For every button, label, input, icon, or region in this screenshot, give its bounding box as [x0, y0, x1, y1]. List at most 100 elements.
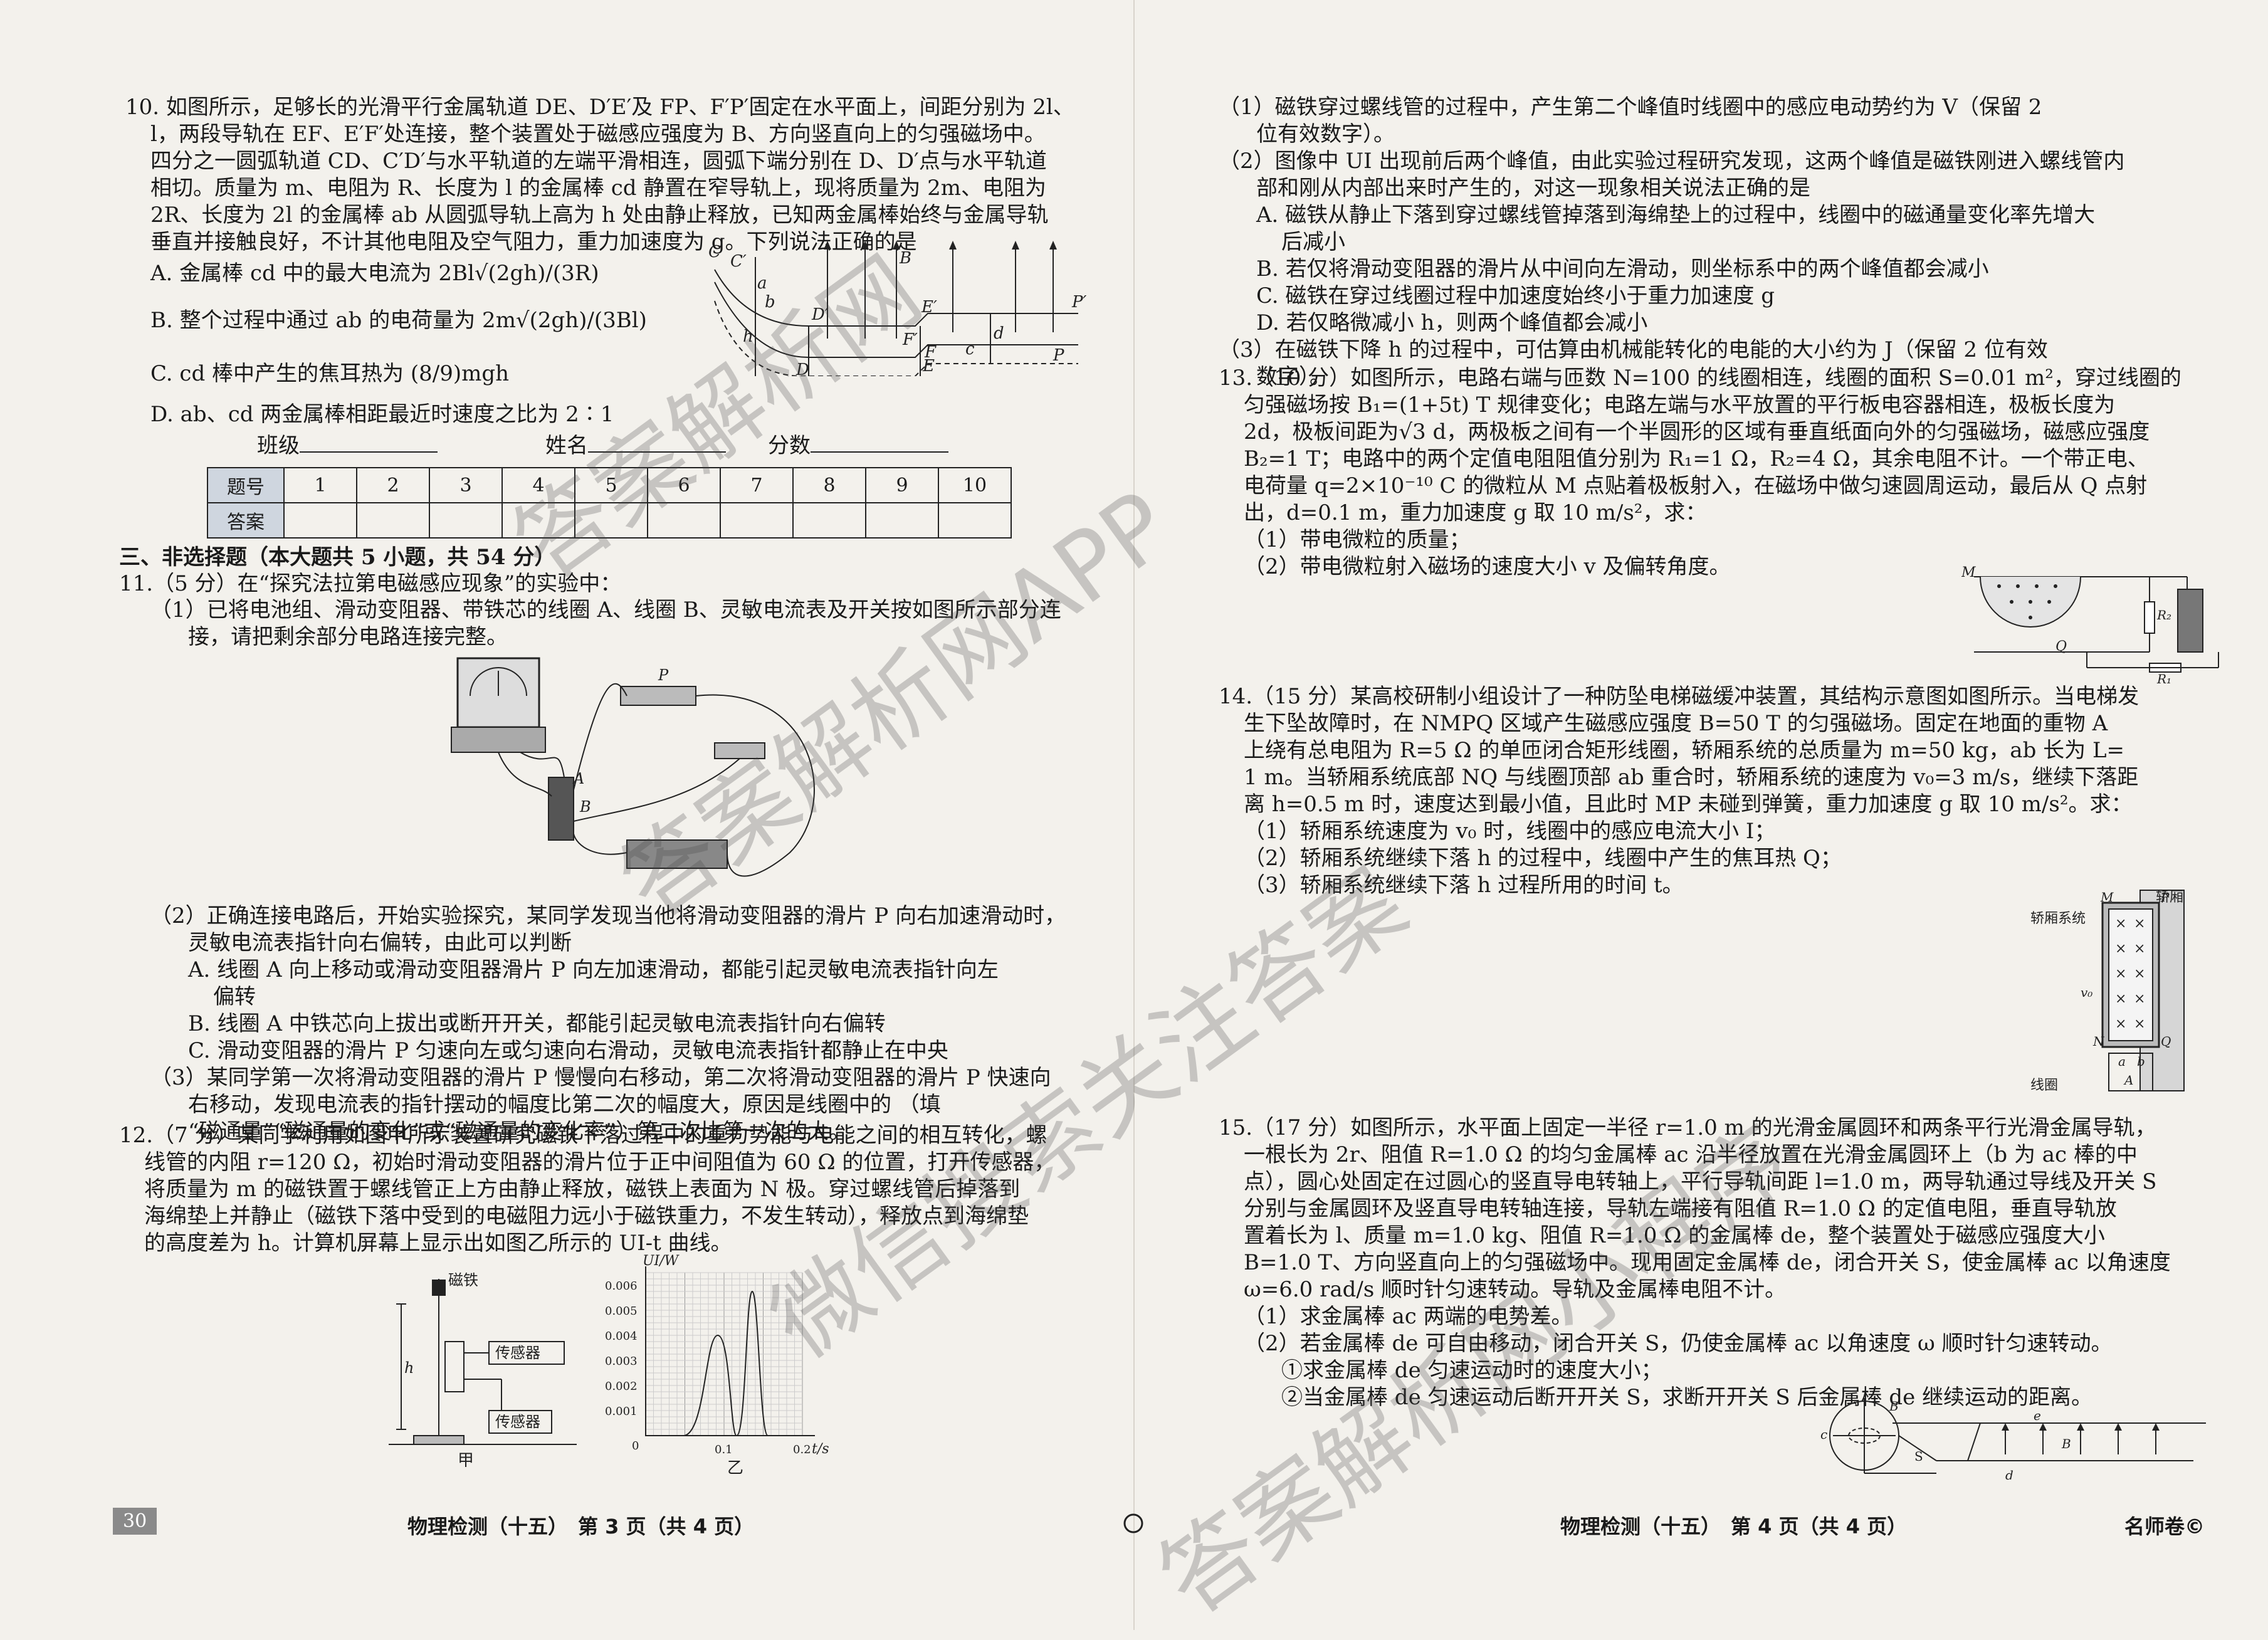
label-e: E [922, 357, 935, 376]
table-cell: 8 [792, 467, 866, 503]
stem-line: 分别与金属圆环及竖直导电转轴连接，导轨左端接有阻值 R=1.0 Ω 的定值电阻，… [1244, 1196, 2117, 1221]
option-c: C. 滑动变阻器的滑片 P 匀速向左或匀速向右滑动，灵敏电流表指针都静止在中央 [188, 1038, 948, 1063]
part-line: （2）带电微粒射入磁场的速度大小 v 及偏转角度。 [1244, 554, 1731, 579]
stem-line: ω=6.0 rad/s 顺时针匀速转动。导轨及金属棒电阻不计。 [1244, 1277, 1787, 1302]
stem-line: B₂=1 T；电路中的两个定值电阻阻值分别为 R₁=1 Ω，R₂=4 Ω，其余电… [1244, 446, 2149, 471]
part-line: （1）磁铁穿过螺线管的过程中，产生第二个峰值时线圈中的感应电动势约为 V（保留 … [1219, 95, 2042, 120]
stem-line: 线管的内阻 r=120 Ω，初始时滑动变阻器的滑片位于正中间阻值为 60 Ω 的… [144, 1150, 1056, 1175]
answer-cell[interactable] [574, 502, 648, 539]
part-line: ②当金属棒 de 匀速运动后断开开关 S，求断开开关 S 后金属棒 de 继续运… [1281, 1385, 2093, 1410]
stem-line: 相切。质量为 m、电阻为 R、长度为 l 的金属棒 cd 静置在窄导轨上，现将质… [150, 176, 1047, 201]
label-c-prime: C′ [730, 252, 747, 271]
label-b-field: B [899, 249, 911, 268]
part-line: （3）轿厢系统继续下落 h 过程所用的时间 t。 [1244, 873, 1684, 898]
table-cell: 5 [574, 467, 648, 503]
part-line: 灵敏电流表指针向右偏转，由此可以判断 [188, 930, 572, 955]
question-15-figure: c B S B d e [1820, 1398, 2206, 1483]
label-d-prime: D′ [811, 305, 829, 324]
question-13-stem: 13.（10 分）如图所示，电路右端与匝数 N=100 的线圈相连，线圈的面积 … [1219, 365, 2197, 581]
answer-cell[interactable] [501, 502, 575, 539]
svg-text:d: d [2005, 1468, 2013, 1483]
stem-line: 置着长为 l、质量 m=1.0 kg、阻值 R=1.0 Ω 的金属棒 de，整个… [1244, 1223, 2105, 1248]
answer-cell[interactable] [865, 502, 939, 539]
class-text: 班级 [257, 433, 300, 458]
answer-cell[interactable] [938, 502, 1012, 539]
part-line: （3）在磁铁下降 h 的过程中，可估算由机械能转化的电能的大小约为 J（保留 2… [1219, 337, 2048, 362]
class-blank[interactable] [300, 451, 438, 453]
part-line: “磁通量”“磁通量的变化”或“磁通量的变化率”）第二次比第一次的大。 [188, 1119, 851, 1144]
stem-line: 海绵垫上并静止（磁铁下落中受到的电磁阻力远小于磁铁重力，不发生转动），释放点到海… [144, 1204, 1029, 1229]
option-b: B. 若仅将滑动变阻器的滑片从中间向左滑动，则坐标系中的两个峰值都会减小 [1256, 256, 1989, 281]
svg-text:e: e [2034, 1408, 2041, 1423]
question-12-stem: 12.（7 分）某同学利用如图甲所示装置研究磁铁下落过程中的重力势能与电能之间的… [119, 1122, 1097, 1257]
score-blank[interactable] [811, 451, 948, 453]
y-tick-label: 0.004 [605, 1330, 638, 1343]
ui-curve [683, 1290, 769, 1437]
system-label: 轿厢系统 [2030, 911, 2086, 927]
figure-jia: h 磁铁 传感器 传感器 甲 [389, 1271, 577, 1467]
label-h: h [743, 327, 753, 346]
part-line: （1）轿厢系统速度为 v₀ 时，线圈中的感应电流大小 I； [1244, 819, 1776, 844]
svg-text:×: × [2134, 966, 2145, 982]
svg-text:h: h [404, 1359, 414, 1377]
answer-table: 题号 1 2 3 4 5 6 7 8 9 10 答案 [207, 467, 1012, 539]
option-a-cont: 后减小 [1281, 229, 1345, 255]
field-crosses: ×× ×× ×× ×× ×× [2115, 916, 2145, 1032]
svg-text:×: × [2115, 941, 2126, 957]
name-label: 姓名 [545, 433, 726, 459]
stem-line: 2R、长度为 2l 的金属棒 ab 从圆弧导轨上高为 h 处由静止释放，已知两金… [150, 202, 1049, 228]
part-line: 右移动，发现电流表的指针摆动的幅度比第二次的幅度大，原因是线圈中的 （填 [188, 1092, 941, 1117]
table-header-label: 题号 [207, 467, 285, 503]
part-line: （1）已将电池组、滑动变阻器、带铁芯的线圈 A、线圈 B、灵敏电流表及开关按如图… [150, 597, 1061, 623]
svg-text:v₀: v₀ [2081, 985, 2092, 1000]
magnet-label: 磁铁 [448, 1271, 478, 1289]
answer-cell[interactable] [792, 502, 866, 539]
y-axis-label: UI/W [643, 1254, 680, 1269]
question-13-figure: M Q R₂ R₁ [1961, 565, 2219, 683]
stem-line: B=1.0 T、方向竖直向上的匀强磁场中。现用固定金属棒 de，闭合开关 S，使… [1244, 1250, 2171, 1275]
answer-cell[interactable] [356, 502, 430, 539]
part-line: （3）某同学第一次将滑动变阻器的滑片 P 慢慢向右移动，第二次将滑动变阻器的滑片… [150, 1065, 1051, 1090]
option-d: D. 若仅略微减小 h，则两个峰值都会减小 [1256, 310, 1648, 335]
stem-line: 上绕有总电阻为 R=5 Ω 的单匝闭合矩形线圈，轿厢系统的总质量为 m=50 k… [1244, 738, 2125, 763]
option-b: B. 整个过程中通过 ab 的电荷量为 2m√(2gh)/(3Bl) [150, 308, 647, 333]
part-line: （1）求金属棒 ac 两端的电势差。 [1244, 1304, 1573, 1329]
svg-text:M: M [1961, 565, 1976, 581]
answer-cell[interactable] [429, 502, 503, 539]
question-10-stem: 10. 如图所示，足够长的光滑平行金属轨道 DE、D′E′及 FP、F′P′固定… [125, 94, 1103, 256]
stem-line: 离 h=0.5 m 时，速度达到最小值，且此时 MP 未碰到弹簧，重力加速度 g… [1244, 792, 2133, 817]
option-d: D. ab、cd 两金属棒相距最近时速度之比为 2∶1 [150, 402, 614, 427]
stem-line: 2d，极板间距为√3 d，两极板之间有一个半圆形的区域有垂直纸面向外的匀强磁场，… [1244, 419, 2150, 444]
table-cell: 4 [501, 467, 575, 503]
stem-line: 电荷量 q=2×10⁻¹⁰ C 的微粒从 M 点贴着极板射入，在磁场中做匀速圆周… [1244, 473, 2148, 498]
part-line: （2）若金属棒 de 可自由移动，闭合开关 S，仍使金属棒 ac 以角速度 ω … [1244, 1331, 2113, 1356]
answer-cell[interactable] [720, 502, 794, 539]
stem-line: 1 m。当轿厢系统底部 NQ 与线圈顶部 ab 重合时，轿厢系统的速度为 v₀=… [1244, 765, 2139, 790]
label-d: D [795, 360, 809, 376]
option-a: A. 磁铁从静止下落到穿过螺线管掉落到海绵垫上的过程中，线圈中的磁通量变化率先增… [1256, 202, 2096, 228]
right-page: （1）磁铁穿过螺线管的过程中，产生第二个峰值时线圈中的感应电动势约为 V（保留 … [1134, 0, 2268, 1630]
option-b: B. 线圈 A 中铁芯向上拔出或断开开关，都能引起灵敏电流表指针向右偏转 [188, 1011, 886, 1036]
name-blank[interactable] [588, 451, 726, 453]
switch [714, 742, 765, 759]
x-tick-label: 0.1 [715, 1443, 733, 1456]
svg-text:×: × [2134, 1016, 2145, 1032]
table-cell: 6 [647, 467, 721, 503]
svg-text:M: M [2100, 890, 2114, 905]
score-label: 分数 [768, 433, 948, 459]
svg-text:×: × [2134, 991, 2145, 1007]
answer-cell[interactable] [283, 502, 357, 539]
question-11-part-1: （1）已将电池组、滑动变阻器、带铁芯的线圈 A、线圈 B、灵敏电流表及开关按如图… [150, 597, 1061, 651]
question-11-figure: A B P [451, 657, 815, 877]
coil-a [548, 777, 574, 841]
table-row: 答案 [207, 502, 1012, 539]
answer-cell[interactable] [647, 502, 721, 539]
part-line: （2）正确连接电路后，开始实验探究，某同学发现当他将滑动变阻器的滑片 P 向右加… [150, 903, 1066, 928]
label-b: b [765, 293, 775, 312]
score-text: 分数 [768, 433, 811, 458]
svg-text:R₂: R₂ [2156, 607, 2171, 623]
part-line: 接，请把剩余部分电路连接完整。 [188, 624, 508, 649]
stem-line: 出，d=0.1 m，重力加速度 g 取 10 m/s²，求： [1244, 500, 1707, 525]
page-number-badge: 30 [113, 1508, 157, 1535]
rheostat [620, 686, 696, 706]
